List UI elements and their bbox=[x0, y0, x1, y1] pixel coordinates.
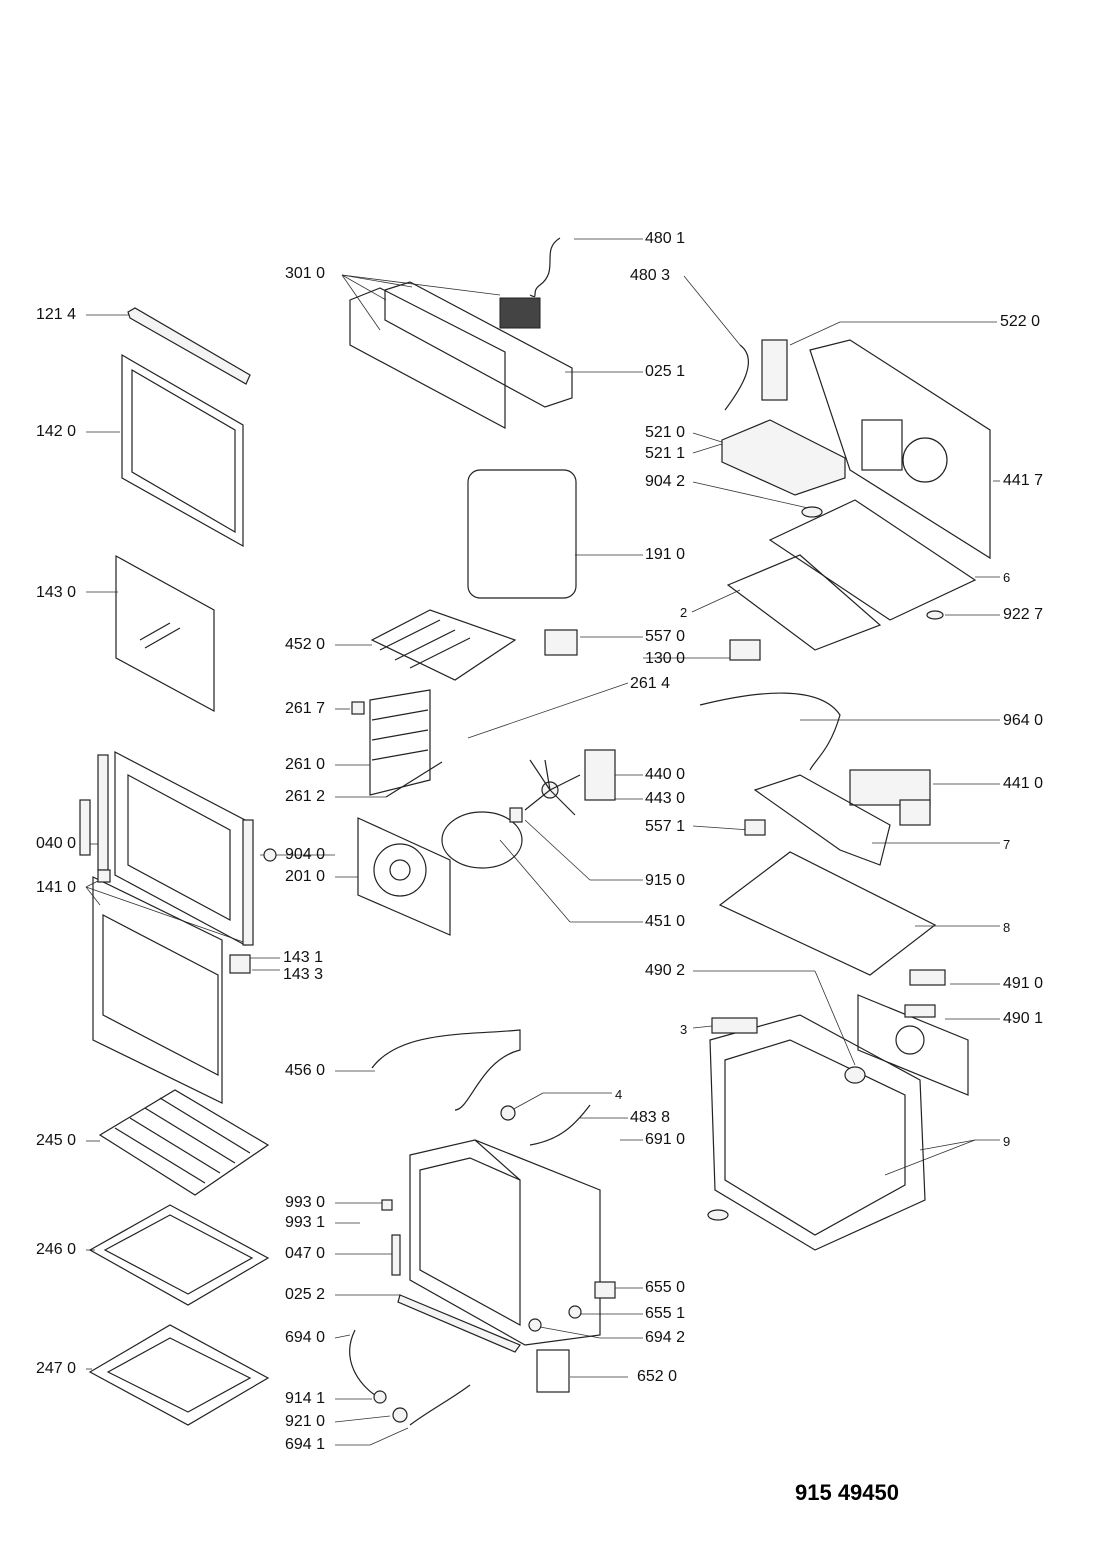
oven-casing bbox=[707, 1014, 926, 1251]
part-label-1214: 121 4 bbox=[36, 306, 77, 323]
part-label-1410: 141 0 bbox=[36, 879, 77, 896]
part-label-5570: 557 0 bbox=[645, 628, 686, 645]
part-label-3010: 301 0 bbox=[285, 265, 326, 282]
part-label-2460: 246 0 bbox=[36, 1241, 77, 1258]
oven-cavity bbox=[381, 1139, 616, 1393]
document-number: 915 49450 bbox=[795, 1480, 899, 1505]
part-label-4901: 490 1 bbox=[1003, 1010, 1044, 1027]
part-label-0252: 025 2 bbox=[285, 1286, 326, 1303]
part-label-8: 8 bbox=[1003, 920, 1011, 935]
part-label-1433: 143 3 bbox=[283, 966, 324, 983]
door-outer-panel bbox=[92, 869, 251, 1104]
part-label-4803: 480 3 bbox=[630, 267, 671, 284]
power-cable bbox=[500, 1104, 591, 1146]
part-label-7: 7 bbox=[1003, 837, 1011, 852]
grill-heating-element bbox=[370, 609, 517, 681]
part-label-4520: 452 0 bbox=[285, 636, 326, 653]
part-label-4410: 441 0 bbox=[1003, 775, 1044, 792]
part-label-6551: 655 1 bbox=[645, 1305, 686, 1322]
part-label-6941: 694 1 bbox=[285, 1436, 326, 1453]
door-inner-frame bbox=[79, 751, 277, 947]
part-label-9042: 904 2 bbox=[645, 473, 686, 490]
leader-lines bbox=[85, 238, 1000, 1446]
door-top-trim bbox=[127, 307, 251, 385]
part-label-3: 3 bbox=[680, 1022, 688, 1037]
part-label-1420: 142 0 bbox=[36, 423, 77, 440]
wire-shelf bbox=[98, 1089, 270, 1196]
deep-tray bbox=[88, 1324, 270, 1426]
part-label-1910: 191 0 bbox=[645, 546, 686, 563]
top-cover-plate bbox=[726, 499, 977, 661]
part-label-6550: 655 0 bbox=[645, 1279, 686, 1296]
part-label-9141: 914 1 bbox=[285, 1390, 326, 1407]
part-label-2470: 247 0 bbox=[36, 1360, 77, 1377]
circular-heating-element bbox=[441, 811, 523, 869]
part-label-2612: 261 2 bbox=[285, 788, 326, 805]
lower-heating-element bbox=[371, 1029, 521, 1111]
part-label-2: 2 bbox=[680, 605, 688, 620]
part-label-9: 9 bbox=[1003, 1134, 1011, 1149]
part-label-4510: 451 0 bbox=[645, 913, 686, 930]
part-label-9640: 964 0 bbox=[1003, 712, 1044, 729]
part-label-2610: 261 0 bbox=[285, 756, 326, 773]
control-panel bbox=[349, 237, 573, 430]
part-label-4417: 441 7 bbox=[1003, 472, 1044, 489]
cooling-fan bbox=[849, 769, 931, 826]
part-label-4560: 456 0 bbox=[285, 1062, 326, 1079]
part-label-6942: 694 2 bbox=[645, 1329, 686, 1346]
part-label-9150: 915 0 bbox=[645, 872, 686, 889]
part-label-9040: 904 0 bbox=[285, 846, 326, 863]
door-gasket bbox=[467, 469, 577, 599]
shallow-tray bbox=[88, 1204, 270, 1306]
part-label-9930: 993 0 bbox=[285, 1194, 326, 1211]
rear-panel-lower bbox=[857, 969, 969, 1096]
part-label-0470: 047 0 bbox=[285, 1245, 326, 1262]
fan-blade bbox=[524, 759, 581, 816]
part-label-4430: 443 0 bbox=[645, 790, 686, 807]
part-label-5211: 521 1 bbox=[645, 445, 686, 462]
part-label-6940: 694 0 bbox=[285, 1329, 326, 1346]
door-outer-glass bbox=[121, 353, 244, 548]
part-label-2614: 261 4 bbox=[630, 675, 671, 692]
part-label-5220: 522 0 bbox=[1000, 313, 1041, 330]
part-label-4801: 480 1 bbox=[645, 230, 686, 247]
rear-panel-top bbox=[809, 339, 991, 560]
part-label-2450: 245 0 bbox=[36, 1132, 77, 1149]
part-label-0400: 040 0 bbox=[36, 835, 77, 852]
part-label-6520: 652 0 bbox=[637, 1368, 678, 1385]
part-label-6910: 691 0 bbox=[645, 1131, 686, 1148]
part-label-2010: 201 0 bbox=[285, 868, 326, 885]
part-label-4902: 490 2 bbox=[645, 962, 686, 979]
part-label-4400: 440 0 bbox=[645, 766, 686, 783]
part-label-1300: 130 0 bbox=[645, 650, 686, 667]
part-label-9227: 922 7 bbox=[1003, 606, 1044, 623]
part-label-2617: 261 7 bbox=[285, 700, 326, 717]
door-inner-glass bbox=[115, 554, 215, 713]
fan-cover-plate bbox=[357, 817, 451, 936]
part-label-4910: 491 0 bbox=[1003, 975, 1044, 992]
air-deflector bbox=[744, 774, 891, 866]
part-label-4838: 483 8 bbox=[630, 1109, 671, 1126]
part-label-4: 4 bbox=[615, 1087, 623, 1102]
electronic-board bbox=[721, 339, 846, 518]
part-label-1430: 143 0 bbox=[36, 584, 77, 601]
upper-cover-plate bbox=[718, 851, 937, 976]
part-label-9931: 993 1 bbox=[285, 1214, 326, 1231]
lamp-assembly bbox=[349, 1329, 471, 1426]
part-label-5571: 557 1 bbox=[645, 818, 686, 835]
part-label-9210: 921 0 bbox=[285, 1413, 326, 1430]
part-label-1431: 143 1 bbox=[283, 949, 324, 966]
cooling-duct-tube bbox=[699, 692, 841, 771]
part-label-0251: 025 1 bbox=[645, 363, 686, 380]
part-label-6: 6 bbox=[1003, 570, 1011, 585]
shelf-support-rails bbox=[351, 689, 443, 798]
thermostat-557-0 bbox=[544, 629, 578, 656]
fan-motor bbox=[509, 749, 616, 823]
part-label-5210: 521 0 bbox=[645, 424, 686, 441]
